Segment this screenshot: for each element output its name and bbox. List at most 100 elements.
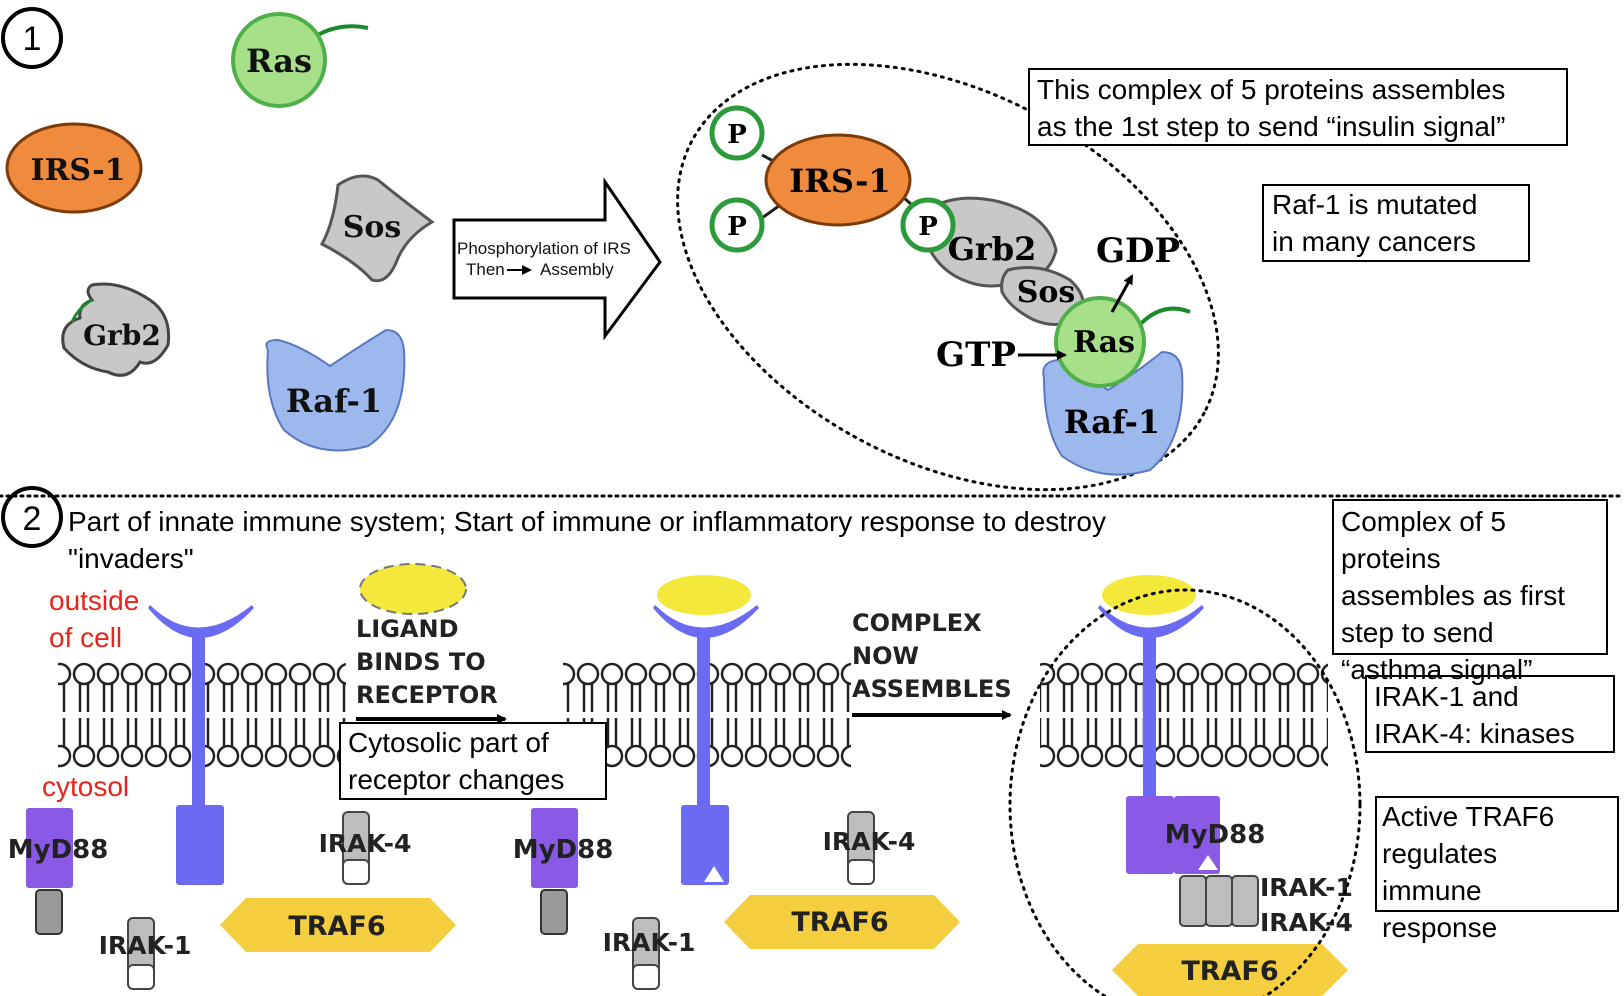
- panel-2-intro-line1: Part of innate immune system; Start of i…: [68, 506, 1106, 537]
- asthma-note: Complex of 5 proteins assembles as first…: [1332, 499, 1608, 685]
- irak4-1-label: IRAK-4: [319, 829, 412, 858]
- ras-label: Ras: [246, 42, 312, 80]
- asthma-note-line4: “asthma signal”: [1341, 654, 1532, 685]
- irak1-3-label: IRAK-1: [1260, 873, 1353, 902]
- ligand-label-line1: LIGAND: [356, 615, 459, 643]
- phosphate-1-label: P: [727, 120, 747, 150]
- phosphate-2: [709, 197, 765, 253]
- phosphate-2-label: P: [727, 212, 747, 242]
- traf-note-line2: immune: [1382, 875, 1482, 906]
- gdp-arrow: [1110, 274, 1134, 313]
- irak1-2-label: IRAK-1: [603, 928, 696, 957]
- insulin-note: This complex of 5 proteins assembles as …: [1028, 68, 1568, 146]
- myd88-1-tail: [35, 889, 63, 935]
- insulin-complex-boundary: [676, 62, 1220, 492]
- myd88-1-label: MyD88: [8, 835, 109, 865]
- phosphorylation-arrow: Phosphorylation of IRS Then Assembly: [452, 177, 662, 341]
- cytosol-label: cytosol: [42, 771, 129, 802]
- panel-1-number: 1: [23, 20, 42, 58]
- cytosolic-change-line1: Cytosolic part of: [348, 727, 549, 758]
- membrane-3: [1040, 658, 1328, 768]
- irak4-3-label: IRAK-4: [1260, 908, 1353, 937]
- irak-stack: [1179, 875, 1259, 927]
- traf6-2: TRAF6: [724, 895, 960, 949]
- raf1-note-line1: Raf-1 is mutated: [1272, 189, 1477, 220]
- traf-note: Active TRAF6 regulates immune response: [1375, 796, 1619, 943]
- irak4-2-label: IRAK-4: [823, 827, 916, 856]
- myd88-3-label: MyD88: [1165, 820, 1266, 850]
- ligand-free: [359, 563, 467, 615]
- grb2-label: Grb2: [83, 319, 161, 352]
- panel-2-number-circle: [1, 486, 63, 548]
- phosphate-1: [709, 105, 765, 161]
- panel-2-number: 2: [23, 500, 42, 538]
- complex-irs1-label: IRS-1: [789, 162, 890, 200]
- irak1-2: IRAK-1: [603, 917, 696, 990]
- complex-label-line2: NOW: [852, 642, 919, 670]
- traf6-3-label: TRAF6: [1181, 956, 1278, 987]
- traf6-2-label: TRAF6: [791, 907, 888, 938]
- traf-note-line1: regulates: [1382, 838, 1497, 869]
- complex-ras-label: Ras: [1073, 325, 1135, 360]
- receptor-3: MyD88 IRAK-1 IRAK-4 TRAF6: [1098, 575, 1353, 996]
- complex-label-line3: ASSEMBLES: [852, 675, 1012, 703]
- raf1-label: Raf-1: [286, 382, 382, 420]
- phosphate-3-label: P: [918, 212, 938, 242]
- outside-label-line2: of cell: [49, 622, 122, 653]
- traf6-1-label: TRAF6: [288, 911, 385, 942]
- complex-ras: [1054, 296, 1146, 388]
- traf6-1: TRAF6: [220, 898, 456, 952]
- ras-protein: Ras: [231, 12, 369, 108]
- panel-1: 1 Ras IRS-1 Sos Grb2 Raf-1: [1, 7, 1568, 492]
- asthma-note-line0: Complex of 5: [1341, 506, 1506, 537]
- irak4-1: IRAK-4: [319, 811, 412, 885]
- gtp-label: GTP: [936, 335, 1016, 375]
- insulin-note-line1: This complex of 5 proteins assembles: [1037, 74, 1505, 105]
- grb2-protein: Grb2: [61, 282, 171, 377]
- panel-1-number-circle: [1, 7, 63, 69]
- complex-irs1: [764, 133, 912, 227]
- outside-label-line1: outside: [49, 585, 139, 616]
- cytosolic-change-line2: receptor changes: [348, 764, 564, 795]
- sos-protein: Sos: [319, 174, 435, 283]
- panel-2-intro-line2: "invaders": [68, 543, 194, 574]
- irak-note-line1: IRAK-4: kinases: [1374, 718, 1575, 749]
- raf1-note-line2: in many cancers: [1272, 226, 1476, 257]
- panel-2: 2 Part of innate immune system; Start of…: [1, 486, 1619, 996]
- irak-note-line0: IRAK-1 and: [1374, 681, 1519, 712]
- ligand-label-line3: RECEPTOR: [356, 681, 498, 709]
- irak1-1-label: IRAK-1: [99, 931, 192, 960]
- irak-note: IRAK-1 and IRAK-4: kinases: [1365, 675, 1615, 753]
- myd88-2: [531, 808, 578, 888]
- traf6-3: [1112, 944, 1348, 996]
- irs1-protein: IRS-1: [5, 122, 143, 214]
- myd88-1: [26, 808, 73, 888]
- receptor-1: [148, 605, 254, 885]
- sos-label: Sos: [343, 210, 402, 245]
- raf1-protein: Raf-1: [265, 328, 406, 452]
- myd88-2-tail: [540, 889, 568, 935]
- arrow-label-assembly: Assembly: [540, 260, 614, 279]
- complex-grb2-label: Grb2: [948, 230, 1037, 268]
- asthma-complex-boundary: [1008, 588, 1362, 996]
- asthma-note-line2: assembles as first: [1341, 580, 1565, 611]
- myd88-2-label: MyD88: [513, 835, 614, 865]
- complex-raf1-label: Raf-1: [1064, 403, 1160, 441]
- insulin-complex: P P IRS-1 Grb2 Sos P Raf-1 Ras GDP: [709, 105, 1191, 476]
- traf-note-line0: Active TRAF6: [1382, 801, 1554, 832]
- gdp-label: GDP: [1096, 231, 1180, 271]
- complex-label-line1: COMPLEX: [852, 609, 982, 637]
- raf1-note: Raf-1 is mutated in many cancers: [1262, 184, 1530, 262]
- traf-note-line3: response: [1382, 912, 1497, 943]
- ligand-label-line2: BINDS TO: [356, 648, 486, 676]
- insulin-note-line2: as the 1st step to send “insulin signal”: [1037, 111, 1505, 142]
- irak4-2: IRAK-4: [823, 811, 916, 885]
- complex-sos-label: Sos: [1017, 275, 1076, 310]
- receptor-2: [653, 575, 759, 885]
- irs1-label: IRS-1: [30, 153, 125, 188]
- arrow-label-line1: Phosphorylation of IRS: [457, 239, 631, 258]
- asthma-note-line1: proteins: [1341, 543, 1441, 574]
- cytosolic-change-note: Cytosolic part of receptor changes: [339, 722, 607, 800]
- phosphate-3: [900, 197, 956, 253]
